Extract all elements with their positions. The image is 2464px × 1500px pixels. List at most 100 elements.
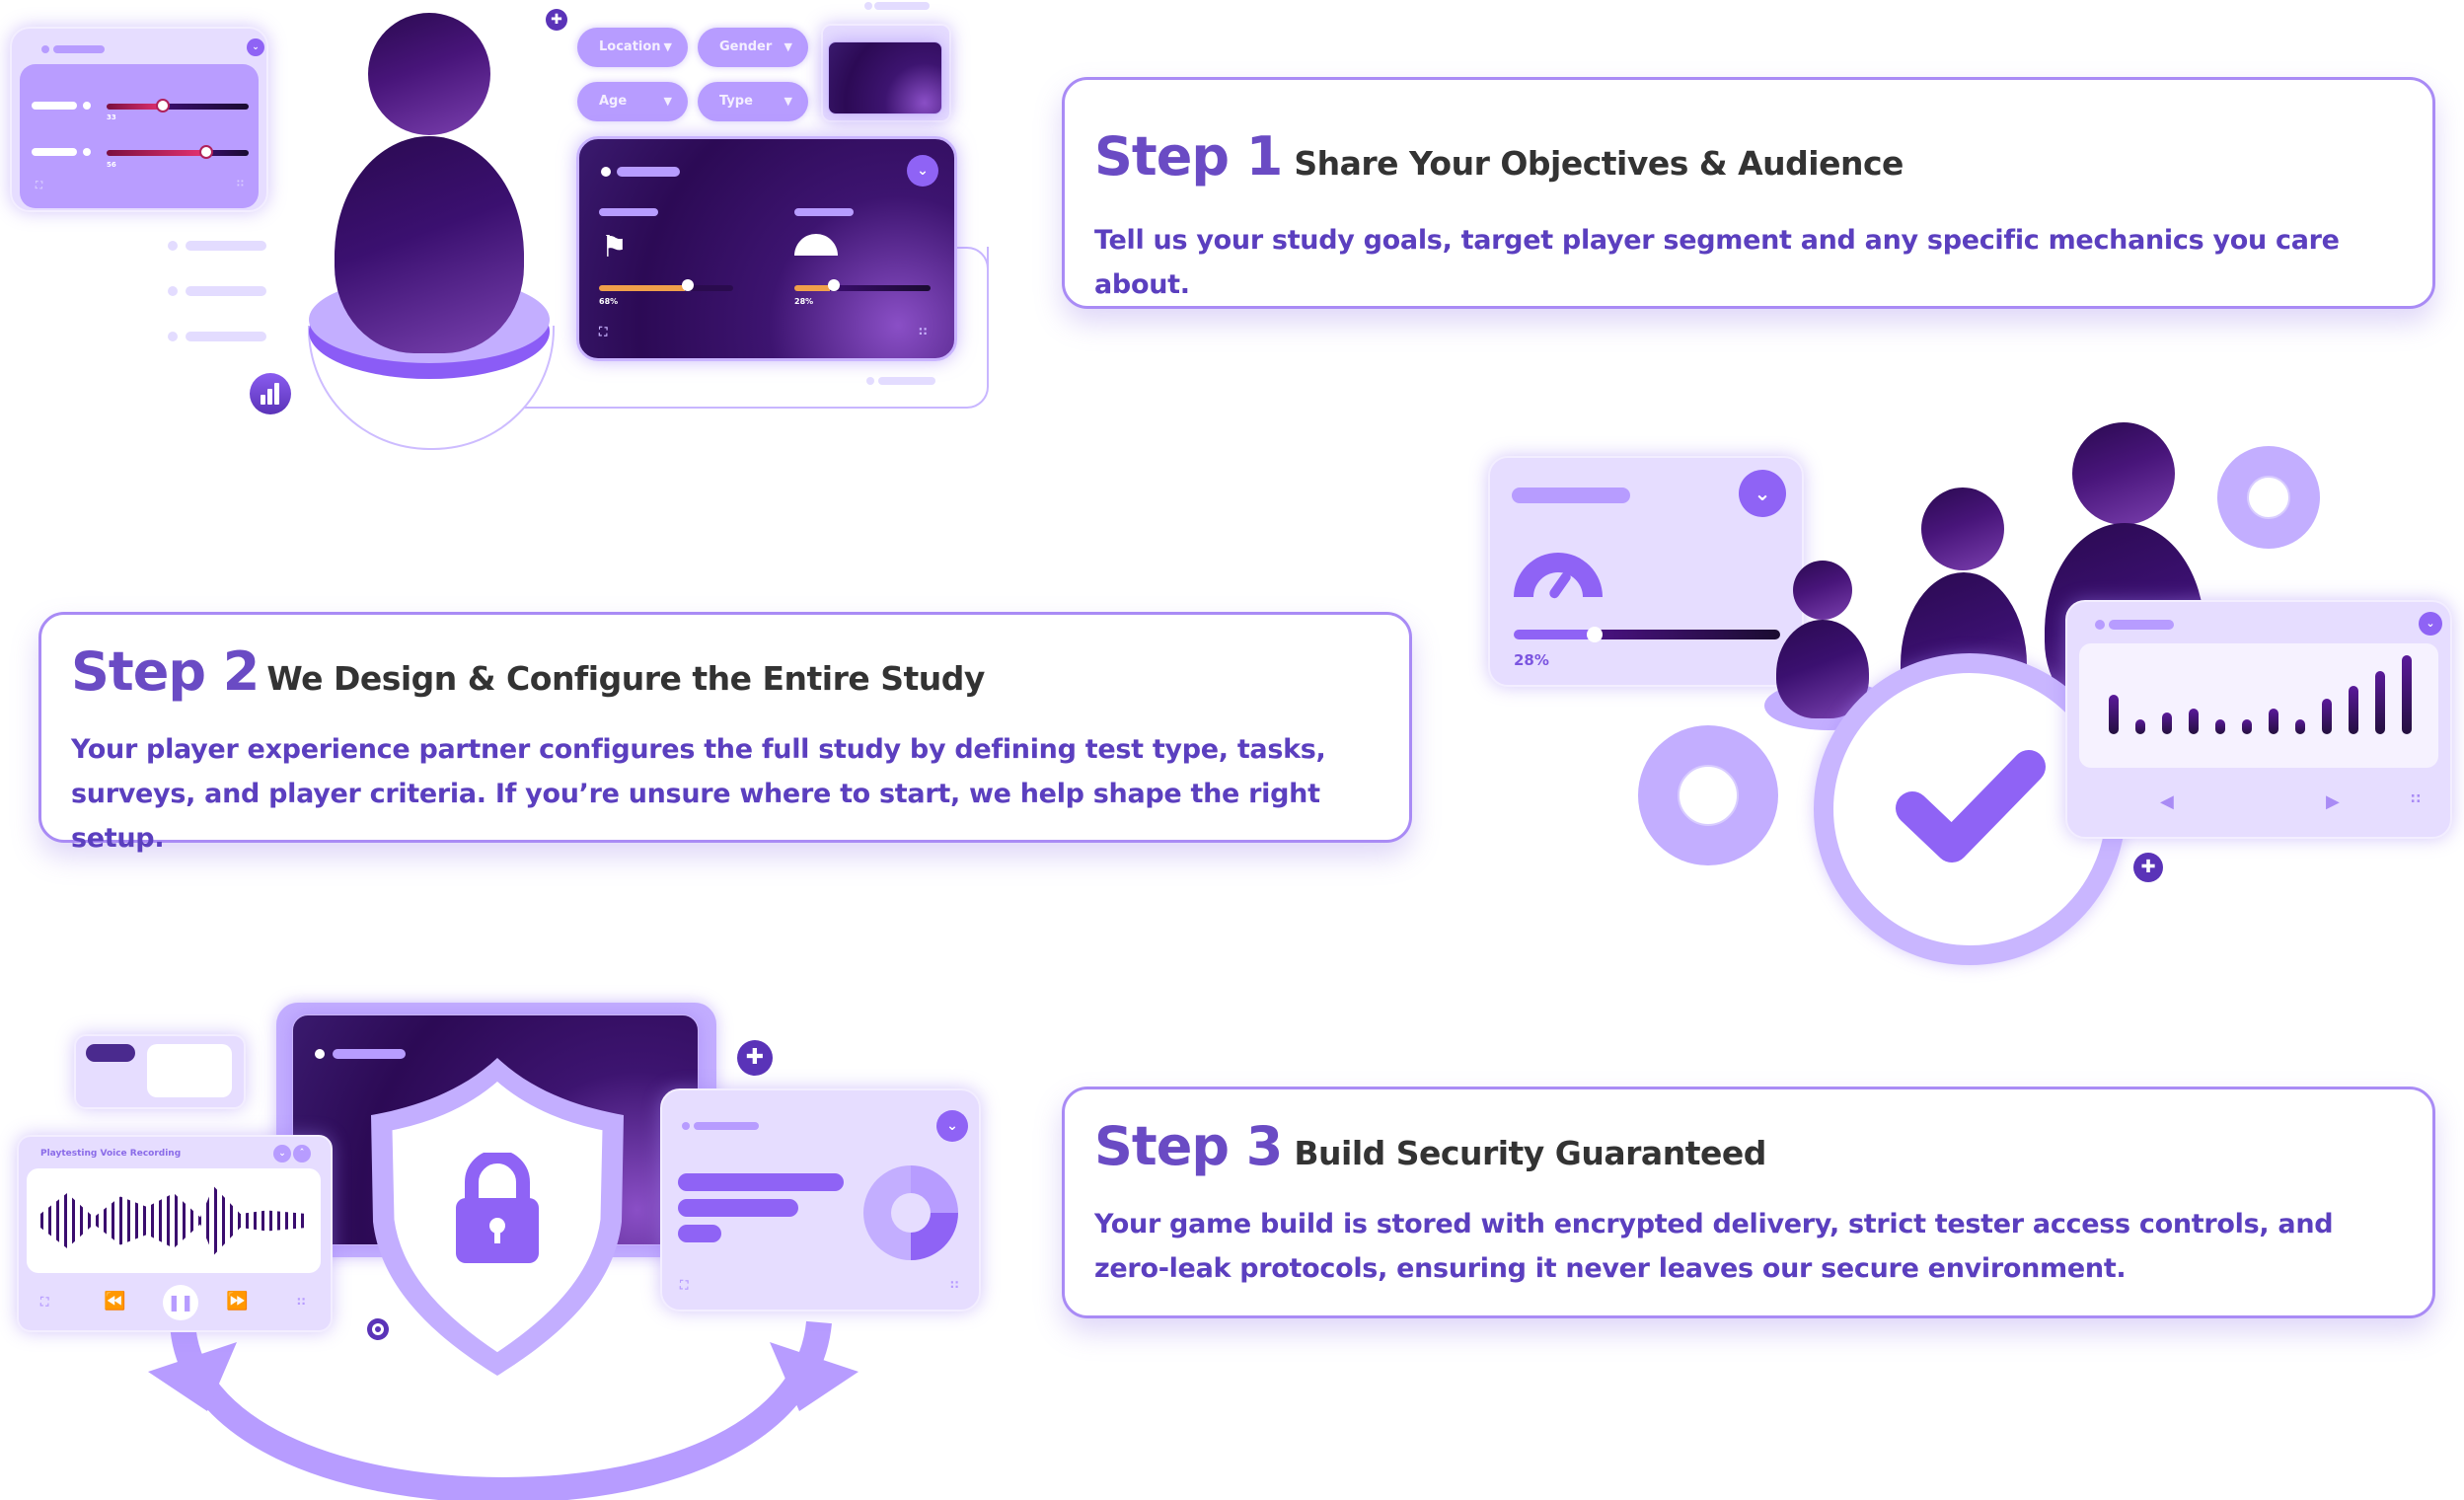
slider-panel: ⌄ 33 56 ⛶ ∷ xyxy=(10,27,268,212)
step-2-description: Your player experience partner configure… xyxy=(71,734,1326,854)
slider-knob xyxy=(682,279,694,291)
gamepad-icon: ✚ xyxy=(546,9,567,31)
donut-chart-icon xyxy=(863,1165,958,1260)
filter-label: Location xyxy=(599,39,661,54)
bar-chart-panel: ⌄ ◀ ▶ ∷ xyxy=(2065,600,2452,839)
panel-dot xyxy=(41,45,49,53)
target-icon xyxy=(367,1318,389,1340)
grid-dots-icon: ∷ xyxy=(950,1278,959,1292)
slider-panel-inner: 33 56 ⛶ ∷ xyxy=(20,64,259,208)
slider-2[interactable] xyxy=(107,150,249,156)
panel-title-placeholder xyxy=(333,1049,406,1059)
person-head xyxy=(2072,422,2175,525)
filter-label: Type xyxy=(719,94,753,109)
list-dot xyxy=(168,241,178,251)
slider-label-placeholder xyxy=(32,148,77,156)
filter-location[interactable]: Location▼ xyxy=(577,28,688,67)
metric-label-placeholder xyxy=(599,208,658,216)
panel-title-placeholder xyxy=(53,45,105,53)
metric-label-placeholder xyxy=(794,208,854,216)
filter-type[interactable]: Type▼ xyxy=(698,82,808,121)
pause-button[interactable]: ❚❚ xyxy=(163,1285,198,1320)
slider-label-placeholder xyxy=(32,102,77,110)
gamepad-icon: ✚ xyxy=(2133,853,2163,882)
small-pill xyxy=(878,377,935,385)
chevron-down-icon[interactable]: ⌄ xyxy=(936,1110,968,1142)
chevron-down-icon[interactable]: ⌄ xyxy=(247,38,264,56)
data-bar xyxy=(678,1225,721,1242)
metric-left-value: 68% xyxy=(599,297,619,306)
bar xyxy=(2109,695,2119,734)
expand-icon: ⛶ xyxy=(599,325,608,338)
metric-right-value: 28% xyxy=(794,297,814,306)
bar xyxy=(2375,671,2385,734)
panel-title-placeholder xyxy=(694,1122,759,1130)
filter-label: Gender xyxy=(719,39,773,54)
panel-dot xyxy=(682,1122,690,1130)
bar xyxy=(2189,709,2199,734)
panel-title-placeholder xyxy=(1512,488,1630,503)
slider-1-value: 33 xyxy=(107,113,116,121)
checkmark-icon xyxy=(1896,750,2046,862)
list-item-placeholder xyxy=(186,286,266,296)
filter-gender[interactable]: Gender ▼ xyxy=(698,28,808,67)
chevron-down-icon[interactable]: ⌄ xyxy=(1739,470,1786,517)
bar xyxy=(2162,712,2172,734)
person-body xyxy=(335,136,524,353)
person-body xyxy=(1776,620,1869,718)
mini-thumbnail-panel xyxy=(821,24,951,122)
fast-forward-icon[interactable]: ⏩ xyxy=(226,1291,249,1312)
list-dot xyxy=(168,332,178,341)
previous-icon[interactable]: ◀ xyxy=(2160,791,2174,812)
step-3-description: Your game build is stored with encrypted… xyxy=(1094,1209,2334,1284)
slider-2-knob[interactable] xyxy=(199,145,213,159)
filter-label: Age xyxy=(599,94,628,109)
slider-1-knob[interactable] xyxy=(156,99,170,112)
list-item-placeholder xyxy=(186,332,266,341)
step-1-number: Step 1 xyxy=(1094,125,1283,188)
bar-chart-area xyxy=(2079,643,2438,768)
data-bar xyxy=(678,1173,844,1191)
gauge-value: 28% xyxy=(1514,651,1549,669)
grid-dots-icon: ∷ xyxy=(919,325,928,338)
step-1-title: Share Your Objectives & Audience xyxy=(1294,144,1904,183)
connector-line xyxy=(523,247,989,409)
expand-icon: ⛶ xyxy=(680,1278,689,1292)
small-dot xyxy=(864,2,872,10)
chevron-down-icon: ▼ xyxy=(663,40,672,53)
slider-1[interactable] xyxy=(107,104,249,110)
mini-button xyxy=(86,1044,135,1062)
data-bar xyxy=(678,1199,798,1217)
rewind-icon[interactable]: ⏪ xyxy=(104,1291,126,1312)
bar xyxy=(2295,719,2305,734)
filter-age[interactable]: Age▼ xyxy=(577,82,688,121)
expand-icon: ⛶ xyxy=(36,181,42,191)
bar xyxy=(2135,719,2145,734)
step-3-title: Build Security Guaranteed xyxy=(1294,1134,1766,1172)
chevron-down-icon[interactable]: ⌄ xyxy=(907,155,938,187)
gauge-slider xyxy=(1514,630,1780,639)
list-item-placeholder xyxy=(186,241,266,251)
grid-dots-icon: ∷ xyxy=(2411,791,2421,807)
bars xyxy=(2109,653,2415,734)
gauge-panel: ⌄ 28% xyxy=(1488,456,1804,687)
metric-slider-left xyxy=(599,285,733,291)
person-head xyxy=(1921,488,2004,570)
person-head xyxy=(368,13,490,135)
chevron-up-icon[interactable]: ˆ xyxy=(293,1145,311,1162)
data-panel: ⌄ ⛶ ∷ xyxy=(660,1088,981,1312)
chevron-down-icon[interactable]: ⌄ xyxy=(273,1145,291,1162)
slider-knob xyxy=(828,279,840,291)
grid-dots-icon: ∷ xyxy=(237,179,244,189)
step-2-title: We Design & Configure the Entire Study xyxy=(266,659,985,698)
next-icon[interactable]: ▶ xyxy=(2326,791,2340,812)
chevron-down-icon[interactable]: ⌄ xyxy=(2419,612,2442,636)
panel-title-placeholder xyxy=(617,167,680,177)
chart-bar-icon xyxy=(250,373,291,414)
chevron-down-icon: ▼ xyxy=(784,40,792,53)
step-2-number: Step 2 xyxy=(71,640,260,703)
